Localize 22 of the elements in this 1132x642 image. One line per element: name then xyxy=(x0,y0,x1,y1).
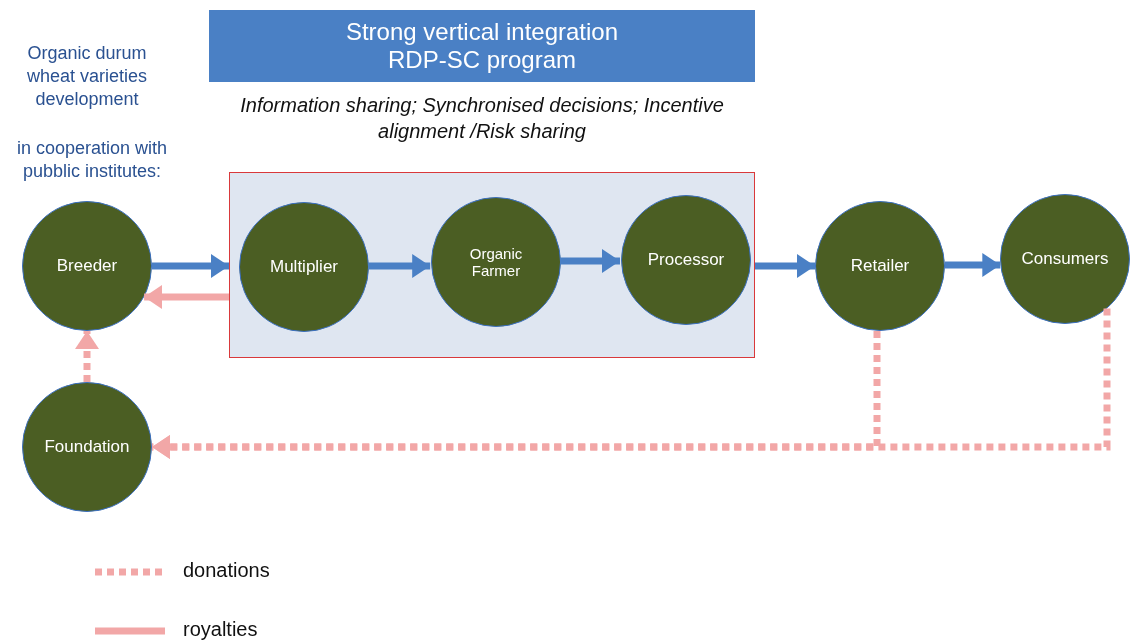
note-text: in cooperation with pubblic institutes: xyxy=(15,137,169,183)
actor-circle: Consumers xyxy=(1000,194,1130,324)
arrow xyxy=(560,249,620,273)
actor-circle: Foundation xyxy=(22,382,152,512)
actor-circle: Organic Farmer xyxy=(431,197,561,327)
arrow xyxy=(755,254,815,278)
actor-circle: Breeder xyxy=(22,201,152,331)
actor-circle: Processor xyxy=(621,195,751,325)
title-banner: Strong vertical integration RDP-SC program xyxy=(209,10,755,82)
actor-circle: Retailer xyxy=(815,201,945,331)
legend-text: royalties xyxy=(183,618,258,641)
dotted-arrow xyxy=(75,331,99,382)
arrow xyxy=(945,253,1001,277)
legend-text: donations xyxy=(183,559,270,582)
integration-frame xyxy=(229,172,755,358)
arrow xyxy=(144,285,229,309)
arrow xyxy=(152,254,229,278)
actor-circle: Multiplier xyxy=(239,202,369,332)
arrow xyxy=(368,254,431,278)
subtitle-text: Information sharing; Synchronised decisions; Incentive alignment /Risk sharing xyxy=(240,93,724,144)
note-text: Organic durum wheat varieties development xyxy=(25,42,149,111)
dotted-arrow xyxy=(152,308,1111,459)
